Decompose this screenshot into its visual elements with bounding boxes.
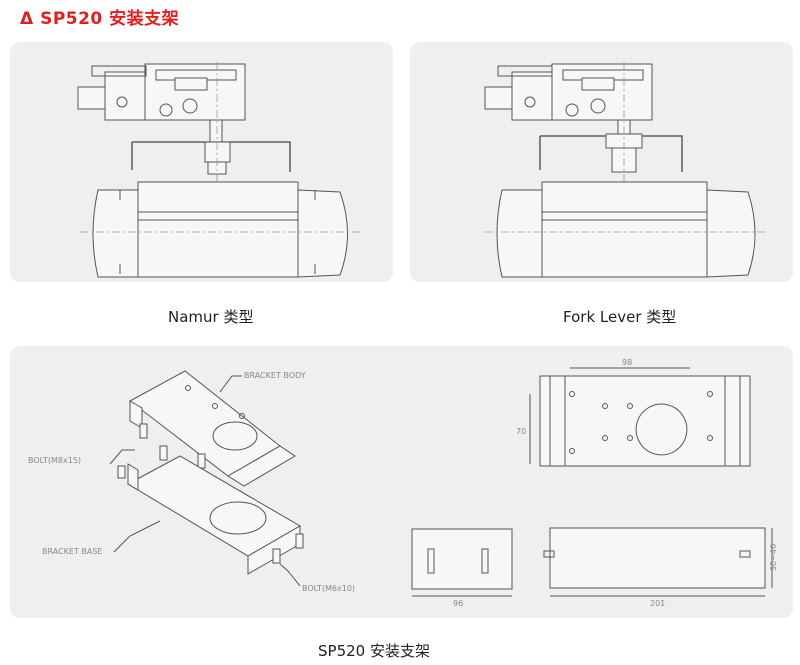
fork-lever-caption: Fork Lever 类型 [563,308,677,326]
namur-view-panel [10,42,393,282]
namur-actuator-drawing [77,62,360,278]
dim-top-width: 98 [622,358,632,367]
dim-top-height: 70 [516,427,526,436]
fork-lever-view-panel [410,42,793,282]
bracket-caption: SP520 安装支架 [318,642,430,660]
label-bracket-base: BRACKET BASE [42,547,102,556]
label-bolt-m6: BOLT(M6x10) [302,584,355,593]
label-bolt-m8: BOLT(M8x15) [28,456,81,465]
dim-front-height: 30~46 [769,544,778,571]
bracket-panel: BRACKET BODY BOLT(M8x15) BRACKET BASE BO… [10,346,793,618]
dim-side-width: 96 [453,599,463,608]
bracket-exploded-drawing: BRACKET BODY BOLT(M8x15) BRACKET BASE BO… [28,358,778,608]
fork-lever-actuator-drawing [484,62,768,278]
page-title: Δ SP520 安装支架 [20,9,180,29]
dim-front-width: 201 [650,599,665,608]
label-bracket-body: BRACKET BODY [244,371,306,380]
namur-caption: Namur 类型 [168,308,254,326]
